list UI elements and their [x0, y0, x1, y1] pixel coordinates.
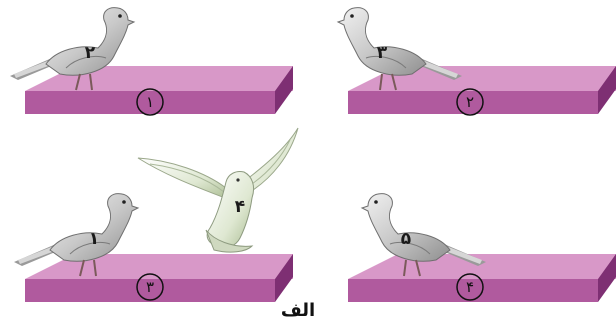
panel-4: ۵ ۴ — [348, 194, 616, 302]
bird-number: ۲ — [85, 43, 96, 63]
bird-number: ۳ — [377, 43, 388, 63]
panel-2: ۳ ۲ — [338, 8, 616, 115]
panel-3: ۱ ۴ ۳ — [14, 128, 298, 302]
bird-number: ۵ — [401, 229, 411, 249]
panel-1: ۲ ۱ — [10, 8, 293, 115]
bird-flying: ۴ — [138, 128, 298, 252]
bird-number: ۱ — [89, 229, 99, 249]
svg-text:۱: ۱ — [146, 93, 154, 111]
figure-caption: الف — [281, 300, 315, 321]
svg-text:۲: ۲ — [466, 93, 474, 111]
svg-text:۴: ۴ — [466, 278, 474, 296]
bird-number: ۴ — [235, 197, 245, 217]
svg-text:۳: ۳ — [146, 278, 154, 296]
